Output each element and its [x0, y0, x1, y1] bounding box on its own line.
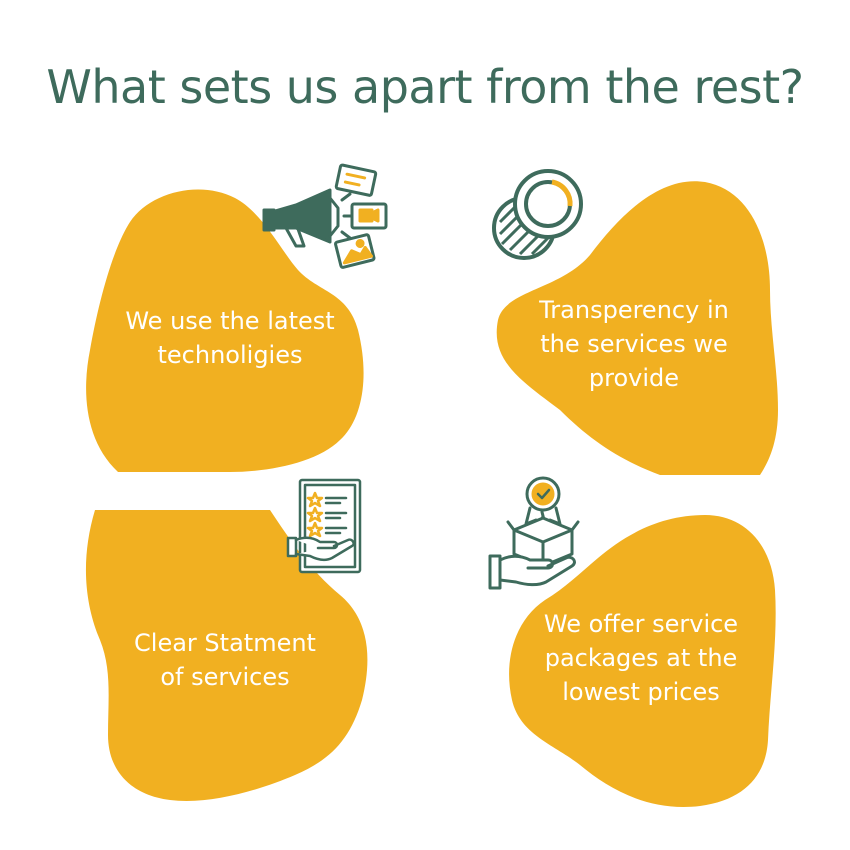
blob-bottom-left [85, 510, 368, 801]
card-2-text: Transperency in the services we provide [539, 296, 729, 392]
card-3-text: Clear Statment of services [134, 629, 316, 691]
card-1-text: We use the latest technoligies [125, 307, 335, 369]
blob-top-right [496, 181, 778, 475]
blob-top-left [86, 189, 364, 472]
card-4-text: We offer service packages at the lowest … [543, 610, 739, 706]
page-title: What sets us apart from the rest? [46, 60, 804, 114]
blob-bottom-right [509, 515, 776, 807]
